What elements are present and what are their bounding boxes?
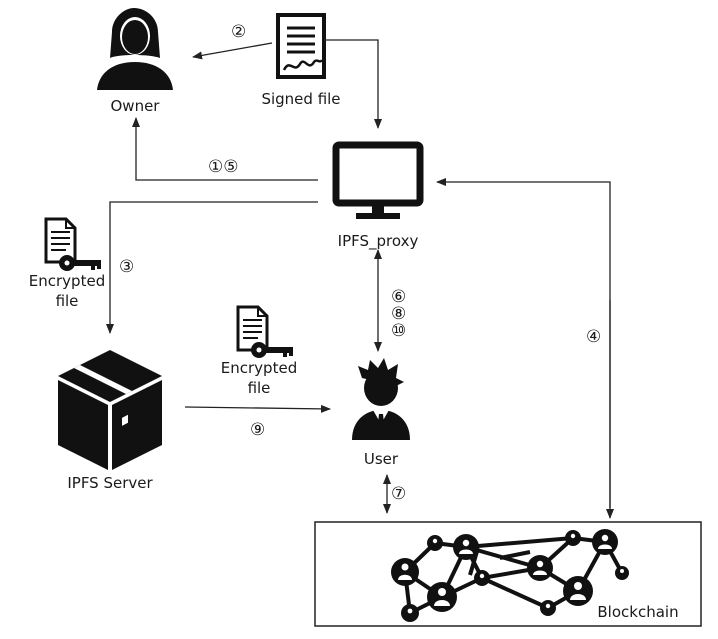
signed-file-icon — [276, 13, 326, 79]
server-box-icon — [58, 350, 162, 470]
encrypted-file-label-middle-line1: Encrypted — [220, 359, 298, 377]
step-10-label: ⑩ — [391, 321, 407, 341]
ipfs-proxy-label: IPFS_proxy — [337, 232, 419, 250]
user-icon — [352, 358, 410, 440]
step-8-label: ⑧ — [391, 304, 407, 324]
encrypted-file-label-middle-line2: file — [247, 379, 271, 397]
connectors — [106, 39, 614, 519]
ipfs-server-label: IPFS Server — [67, 474, 153, 492]
signed-file-label: Signed file — [261, 90, 341, 108]
encrypted-file-label-left-line1: Encrypted — [28, 272, 106, 290]
step-4-label: ④ — [586, 327, 602, 347]
owner-icon — [97, 8, 173, 90]
monitor-icon — [332, 141, 424, 219]
encrypted-file-icon-left — [44, 217, 101, 271]
blockchain-label: Blockchain — [597, 603, 679, 621]
encrypted-file-label-left-line2: file — [55, 292, 79, 310]
step-7-label: ⑦ — [391, 484, 407, 504]
step-3-label: ③ — [119, 257, 135, 277]
step-2-label: ② — [231, 22, 247, 42]
user-label: User — [363, 450, 399, 468]
owner-label: Owner — [110, 97, 160, 115]
encrypted-file-icon-middle — [236, 305, 293, 358]
step-6-label: ⑥ — [391, 287, 407, 307]
step-9-label: ⑨ — [250, 420, 266, 440]
step-1-5-label: ①⑤ — [208, 157, 239, 177]
blockchain-network-icon — [391, 529, 629, 622]
